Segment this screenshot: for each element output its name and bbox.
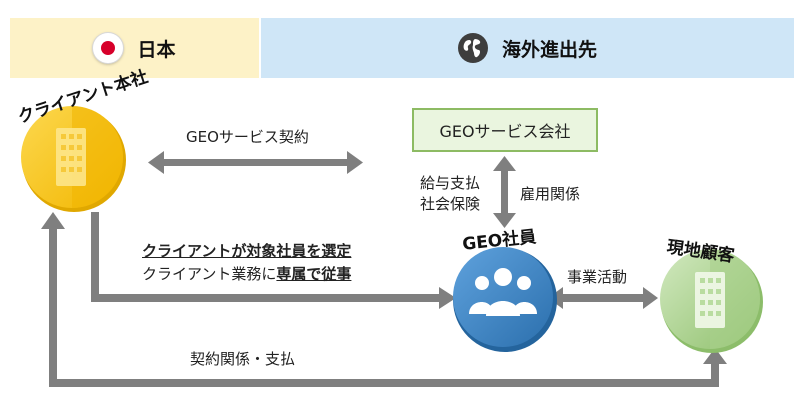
dedicated-label: クライアント業務に専属で従事: [142, 263, 351, 284]
contract-payment-label: 契約関係・支払: [190, 350, 296, 368]
selection-arrow: [91, 212, 456, 309]
contract-payment-arrow: [41, 212, 727, 387]
selection-label: クライアントが対象社員を選定: [142, 242, 352, 260]
dedicated-label-prefix: クライアント業務に: [142, 265, 277, 283]
business-activity-label: 事業活動: [567, 268, 628, 286]
geo-service-company-box: GEOサービス会社: [412, 108, 598, 152]
overseas-band: 海外進出先: [261, 18, 794, 78]
employment-label: 雇用関係: [520, 185, 581, 203]
social-insurance-label: 社会保険: [420, 195, 481, 213]
japan-label: 日本: [137, 38, 176, 61]
local-customer-circle: [660, 249, 763, 353]
geo-service-company-label: GEOサービス会社: [439, 122, 571, 141]
overseas-label: 海外進出先: [501, 38, 597, 61]
geo-contract-label: GEOサービス契約: [186, 128, 309, 146]
employment-arrow: [493, 156, 516, 228]
dedicated-label-emphasis: 専属で従事: [276, 265, 352, 283]
salary-label: 給与支払: [420, 174, 481, 192]
japan-flag-icon: [93, 33, 124, 63]
people-icon: [469, 268, 537, 316]
business-arrow: [548, 287, 658, 309]
japan-band: 日本: [10, 18, 259, 78]
geo-contract-arrow: [148, 151, 363, 174]
client-hq-circle: [21, 106, 126, 212]
globe-icon: [457, 33, 488, 63]
geo-employee-circle: [453, 247, 557, 352]
